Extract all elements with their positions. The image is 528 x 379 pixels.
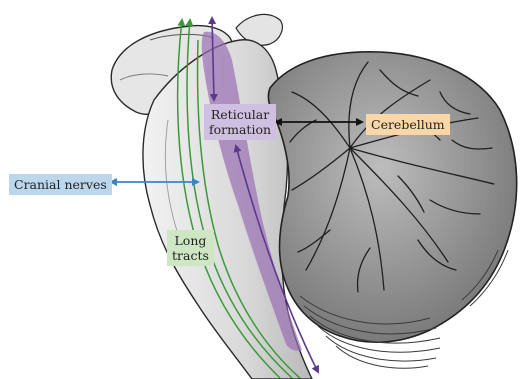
reticular-formation-label-line1: Reticular bbox=[209, 107, 271, 122]
cranial-nerves-label: Cranial nerves bbox=[9, 174, 112, 195]
reticular-formation-label-line2: formation bbox=[209, 122, 271, 137]
cerebellum bbox=[268, 52, 516, 368]
reticular-formation-label: Reticular formation bbox=[204, 104, 276, 140]
long-tracts-label-line2: tracts bbox=[172, 248, 209, 263]
long-tracts-label-line1: Long bbox=[172, 233, 209, 248]
long-tracts-label: Long tracts bbox=[167, 230, 214, 266]
cranial-nerves-label-text: Cranial nerves bbox=[14, 177, 107, 192]
cerebellum-label-text: Cerebellum bbox=[371, 117, 445, 132]
cerebellum-label: Cerebellum bbox=[366, 114, 450, 135]
